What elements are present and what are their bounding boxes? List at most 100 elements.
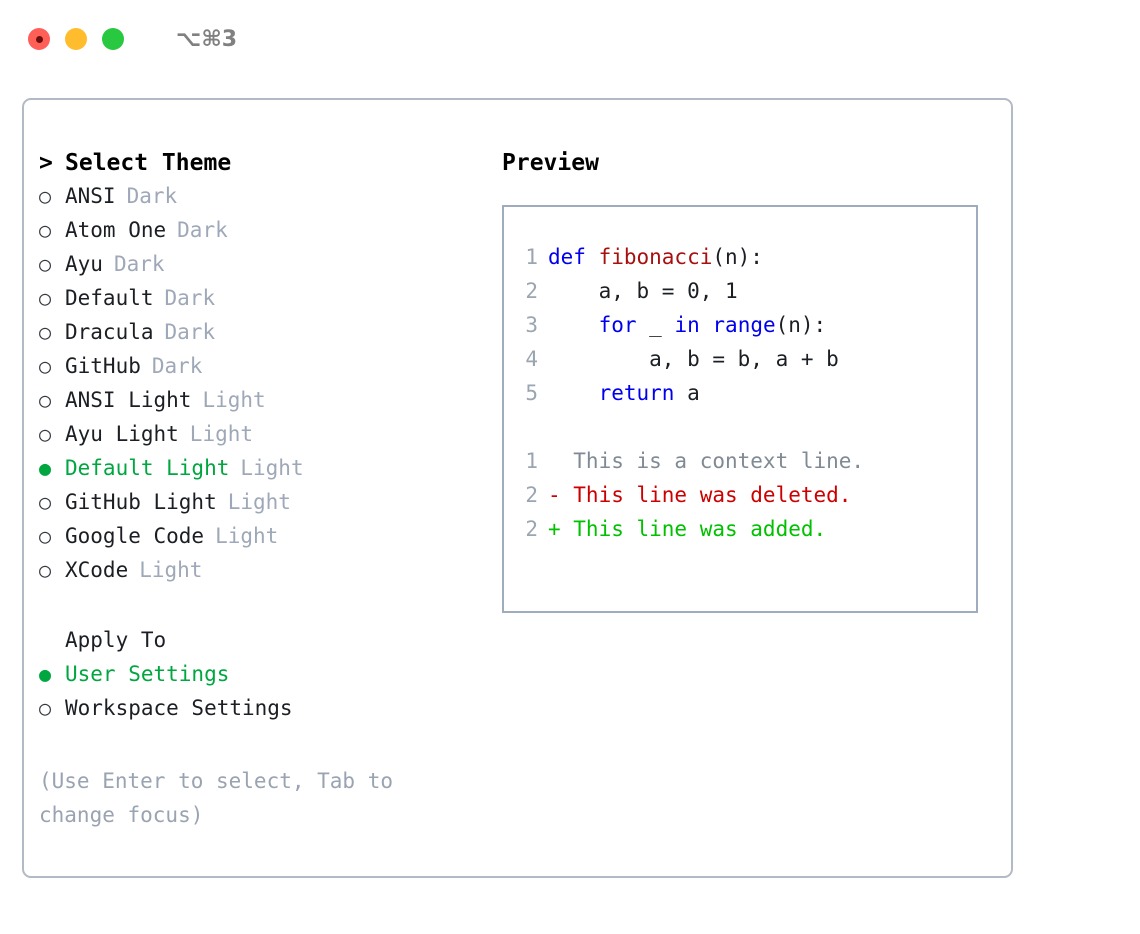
diff-line-text-context: This is a context line. <box>548 449 865 473</box>
code-line: 2 a, b = 0, 1 <box>504 279 976 313</box>
theme-name: Ayu <box>65 252 103 276</box>
select-theme-label: Select Theme <box>65 150 232 176</box>
theme-name: GitHub Light <box>65 490 217 514</box>
theme-variant-label: Light <box>139 558 203 582</box>
diff-line: 1 This is a context line. <box>504 449 976 483</box>
code-diff-separator <box>504 415 976 449</box>
minimize-button[interactable] <box>65 28 87 50</box>
theme-list-item[interactable]: ○ GitHub Dark <box>39 354 489 388</box>
apply-to-name: User Settings <box>65 662 230 686</box>
code-token-plain: a <box>674 381 700 405</box>
diff-line-text-deleted: - This line was deleted. <box>548 483 852 507</box>
radio-unselected-icon: ○ <box>39 388 52 412</box>
caret-icon: > <box>39 150 53 176</box>
theme-variant-label: Dark <box>164 286 216 310</box>
code-token-kw: range <box>712 313 776 337</box>
radio-unselected-icon: ○ <box>39 558 52 582</box>
radio-unselected-icon: ○ <box>39 490 52 514</box>
theme-name: Google Code <box>65 524 205 548</box>
theme-name: GitHub <box>65 354 141 378</box>
code-token-fn: fibonacci <box>598 245 713 269</box>
radio-unselected-icon: ○ <box>39 218 52 242</box>
theme-name: Dracula <box>65 320 154 344</box>
code-line-number: 4 <box>525 347 538 371</box>
theme-name: Ayu Light <box>65 422 179 446</box>
code-line-text: for _ in range(n): <box>548 313 827 337</box>
diff-line-number: 2 <box>525 483 538 507</box>
code-line-number: 1 <box>525 245 538 269</box>
code-line: 5 return a <box>504 381 976 415</box>
theme-variant-label: Light <box>227 490 291 514</box>
code-line-text: a, b = 0, 1 <box>548 279 738 303</box>
radio-unselected-icon: ○ <box>39 184 52 208</box>
section-gap <box>39 592 489 628</box>
theme-list-item[interactable]: ● Default Light Light <box>39 456 489 490</box>
theme-variant-label: Light <box>189 422 254 446</box>
code-token-plain: a, b = b, a + b <box>548 347 839 371</box>
radio-selected-icon: ● <box>39 456 52 480</box>
code-line-number: 5 <box>525 381 538 405</box>
theme-variant-label: Dark <box>151 354 203 378</box>
code-token-plain <box>700 313 713 337</box>
theme-name: Default Light <box>65 456 230 480</box>
theme-variant-label: Dark <box>177 218 228 242</box>
code-line-number: 3 <box>525 313 538 337</box>
code-token-plain: a, b = 0, 1 <box>548 279 738 303</box>
code-token-kw: return <box>598 381 675 405</box>
code-line-number: 2 <box>525 279 538 303</box>
theme-name: XCode <box>65 558 129 582</box>
zoom-button[interactable] <box>102 28 124 50</box>
diff-line-text-added: + This line was added. <box>548 517 827 541</box>
radio-unselected-icon: ○ <box>39 252 52 276</box>
apply-to-name: Workspace Settings <box>65 696 293 720</box>
code-token-kw: in <box>674 313 700 337</box>
theme-name: Default <box>65 286 154 310</box>
close-dot-icon <box>35 35 43 43</box>
radio-unselected-icon: ○ <box>39 320 52 344</box>
diff-line-number: 2 <box>525 517 538 541</box>
preview-title: Preview <box>502 150 599 176</box>
code-line-text: def fibonacci(n): <box>548 245 763 269</box>
apply-to-header: Apply To <box>39 628 489 662</box>
code-line: 4 a, b = b, a + b <box>504 347 976 381</box>
theme-name: ANSI <box>65 184 116 208</box>
title-bar: ⌥⌘3 <box>0 0 1140 78</box>
theme-variant-label: Light <box>215 524 279 548</box>
code-line: 3 for _ in range(n): <box>504 313 976 347</box>
apply-to-label: Apply To <box>65 628 167 652</box>
code-token-plain: (n): <box>712 245 763 269</box>
theme-list-item[interactable]: ○ Ayu Light Light <box>39 422 489 456</box>
select-theme-header: > Select Theme <box>39 150 489 184</box>
apply-to-item[interactable]: ●User Settings <box>39 662 489 696</box>
code-token-plain: _ <box>636 313 675 337</box>
radio-unselected-icon: ○ <box>39 286 52 310</box>
theme-list-item[interactable]: ○ Default Dark <box>39 286 489 320</box>
keyboard-hint: (Use Enter to select, Tab to change focu… <box>39 769 394 827</box>
diff-line: 2 - This line was deleted. <box>504 483 976 517</box>
theme-list-item[interactable]: ○ GitHub Light Light <box>39 490 489 524</box>
theme-list-item[interactable]: ○ XCode Light <box>39 558 489 592</box>
radio-unselected-icon: ○ <box>39 696 52 720</box>
code-token-plain <box>548 381 599 405</box>
code-token-plain <box>548 313 599 337</box>
theme-variant-label: Light <box>240 456 304 480</box>
code-token-kw: for <box>598 313 637 337</box>
close-button[interactable] <box>28 28 50 50</box>
radio-unselected-icon: ○ <box>39 354 52 378</box>
theme-variant-label: Light <box>202 388 266 412</box>
radio-unselected-icon: ○ <box>39 422 52 446</box>
apply-to-item[interactable]: ○ Workspace Settings <box>39 696 489 730</box>
apply-to-list: ●User Settings○ Workspace Settings <box>39 662 489 730</box>
